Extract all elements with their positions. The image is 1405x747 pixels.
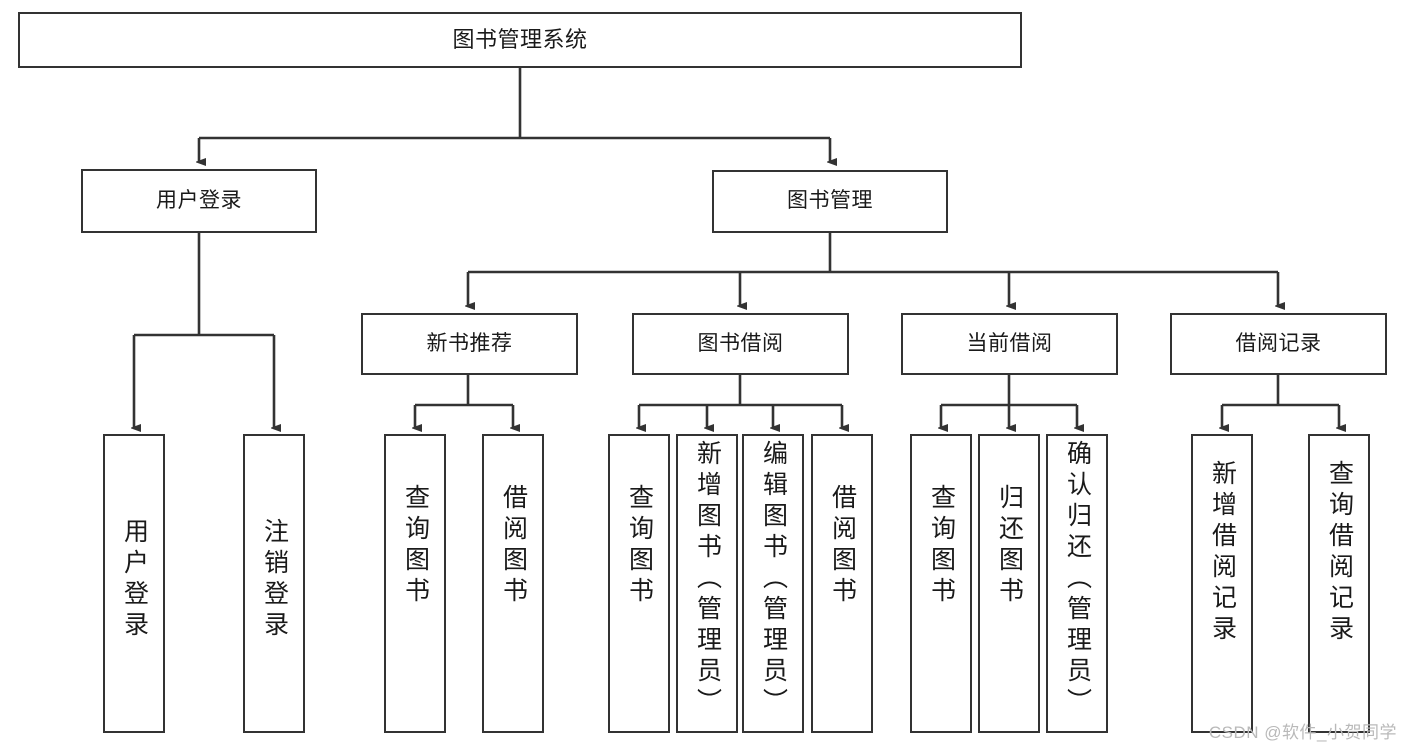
node-label: 借阅图书 [828, 484, 857, 608]
leaf-book-borrow-borrow-book[interactable]: 借阅图书 [811, 434, 873, 733]
node-label: 图书借阅 [697, 331, 784, 355]
node-label: 归还图书 [995, 484, 1024, 608]
watermark-text: CSDN @软件_小贺同学 [1208, 723, 1397, 742]
node-new-book-recommend[interactable]: 新书推荐 [361, 313, 578, 375]
node-label: 新增图书（管理员） [693, 440, 722, 719]
leaf-borrow-record-query-record[interactable]: 查询借阅记录 [1308, 434, 1370, 733]
leaf-borrow-record-add-record[interactable]: 新增借阅记录 [1191, 434, 1253, 733]
node-label: 查询图书 [401, 484, 430, 608]
node-borrow-record[interactable]: 借阅记录 [1170, 313, 1387, 375]
node-label: 编辑图书（管理员） [759, 440, 788, 719]
node-book-borrow[interactable]: 图书借阅 [632, 313, 849, 375]
node-label: 查询借阅记录 [1325, 460, 1354, 646]
node-user-login[interactable]: 用户登录 [81, 169, 317, 233]
node-label: 注销登录 [260, 518, 289, 642]
node-label: 确认归还（管理员） [1063, 440, 1092, 719]
leaf-current-borrow-query-book[interactable]: 查询图书 [910, 434, 972, 733]
node-label: 新增借阅记录 [1208, 460, 1237, 646]
node-label: 用户登录 [156, 188, 242, 212]
node-label: 借阅图书 [499, 484, 528, 608]
leaf-current-borrow-return-book[interactable]: 归还图书 [978, 434, 1040, 733]
node-label: 新书推荐 [426, 331, 513, 355]
node-label: 当前借阅 [966, 331, 1053, 355]
leaf-new-book-borrow-book[interactable]: 借阅图书 [482, 434, 544, 733]
node-label: 用户登录 [120, 518, 149, 642]
node-label: 图书管理系统 [452, 27, 588, 53]
node-current-borrow[interactable]: 当前借阅 [901, 313, 1118, 375]
node-label: 借阅记录 [1235, 331, 1322, 355]
node-label: 图书管理 [787, 189, 873, 213]
leaf-user-login-signin[interactable]: 用户登录 [103, 434, 165, 733]
leaf-user-login-signout[interactable]: 注销登录 [243, 434, 305, 733]
leaf-book-borrow-query-book[interactable]: 查询图书 [608, 434, 670, 733]
leaf-book-borrow-add-book-admin[interactable]: 新增图书（管理员） [676, 434, 738, 733]
node-label: 查询图书 [625, 484, 654, 608]
leaf-new-book-query-book[interactable]: 查询图书 [384, 434, 446, 733]
node-label: 查询图书 [927, 484, 956, 608]
node-book-management[interactable]: 图书管理 [712, 170, 948, 233]
node-root-book-management-system[interactable]: 图书管理系统 [18, 12, 1022, 68]
leaf-book-borrow-edit-book-admin[interactable]: 编辑图书（管理员） [742, 434, 804, 733]
leaf-current-borrow-confirm-return-admin[interactable]: 确认归还（管理员） [1046, 434, 1108, 733]
